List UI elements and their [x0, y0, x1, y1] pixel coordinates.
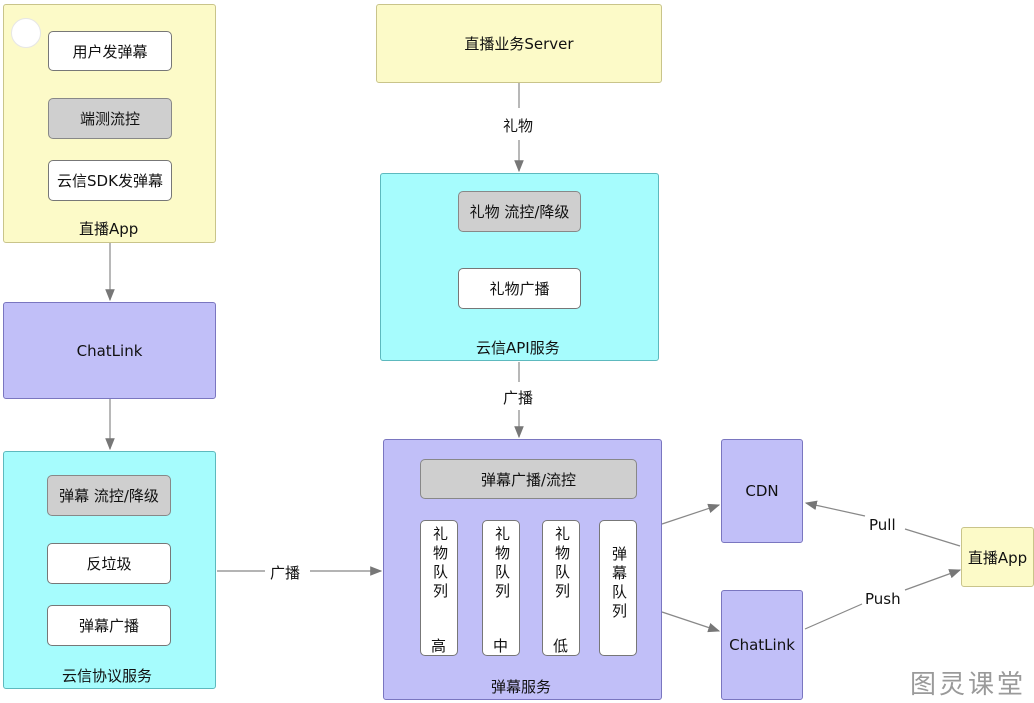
step-anti-spam: 反垃圾 — [47, 543, 171, 584]
queue-gift-high: 礼物队列 高 — [420, 520, 458, 656]
step-gift-flow-control: 礼物 流控/降级 — [458, 191, 581, 232]
live-app-right-node: 直播App — [961, 527, 1034, 587]
queue-gift-low-priority: 低 — [553, 637, 569, 655]
danmu-service-label: 弹幕服务 — [491, 678, 552, 696]
broadcast-top-edge-label: 广播 — [503, 389, 534, 407]
avatar-circle — [11, 18, 41, 48]
step-client-flow-control: 端测流控 — [48, 98, 172, 139]
arrow-danmu-to-chatlink — [661, 611, 721, 633]
queue-danmu-text: 弹幕队列 — [610, 546, 628, 622]
danmu-broadcast-flow-control: 弹幕广播/流控 — [420, 459, 637, 499]
arrow-pull-to-cdn — [804, 500, 866, 517]
queue-gift-medium-text: 礼物队列 — [493, 526, 511, 602]
queue-gift-high-text: 礼物队列 — [431, 526, 449, 602]
queue-gift-medium: 礼物队列 中 — [482, 520, 520, 656]
arrow-push-to-app — [904, 569, 962, 591]
protocol-service-label: 云信协议服务 — [62, 667, 153, 685]
api-service-label: 云信API服务 — [476, 339, 560, 357]
live-app-label: 直播App — [79, 220, 139, 238]
cdn-node: CDN — [721, 439, 803, 543]
queue-danmu: 弹幕队列 — [599, 520, 637, 656]
live-business-server: 直播业务Server — [376, 4, 662, 83]
arrow-push-line-a — [804, 603, 863, 630]
gift-edge-label: 礼物 — [503, 117, 534, 135]
watermark: 图灵课堂 — [910, 670, 1027, 700]
chatlink-left-node: ChatLink — [3, 302, 216, 399]
pull-edge-label: Pull — [869, 516, 896, 534]
broadcast-left-edge-label: 广播 — [270, 564, 301, 582]
step-danmu-broadcast: 弹幕广播 — [47, 605, 171, 646]
arrow-danmu-to-cdn — [661, 503, 721, 525]
step-danmu-flow-control: 弹幕 流控/降级 — [47, 475, 171, 516]
queue-gift-low-text: 礼物队列 — [553, 526, 571, 602]
step-user-send-danmu: 用户发弹幕 — [48, 31, 172, 71]
push-edge-label: Push — [865, 590, 901, 608]
step-sdk-send-danmu: 云信SDK发弹幕 — [48, 160, 172, 201]
step-gift-broadcast: 礼物广播 — [458, 268, 581, 309]
queue-gift-low: 礼物队列 低 — [542, 520, 580, 656]
queue-gift-medium-priority: 中 — [493, 637, 509, 655]
arrow-pull-line-a — [904, 528, 961, 547]
chatlink-right-node: ChatLink — [721, 590, 803, 700]
queue-gift-high-priority: 高 — [431, 637, 447, 655]
